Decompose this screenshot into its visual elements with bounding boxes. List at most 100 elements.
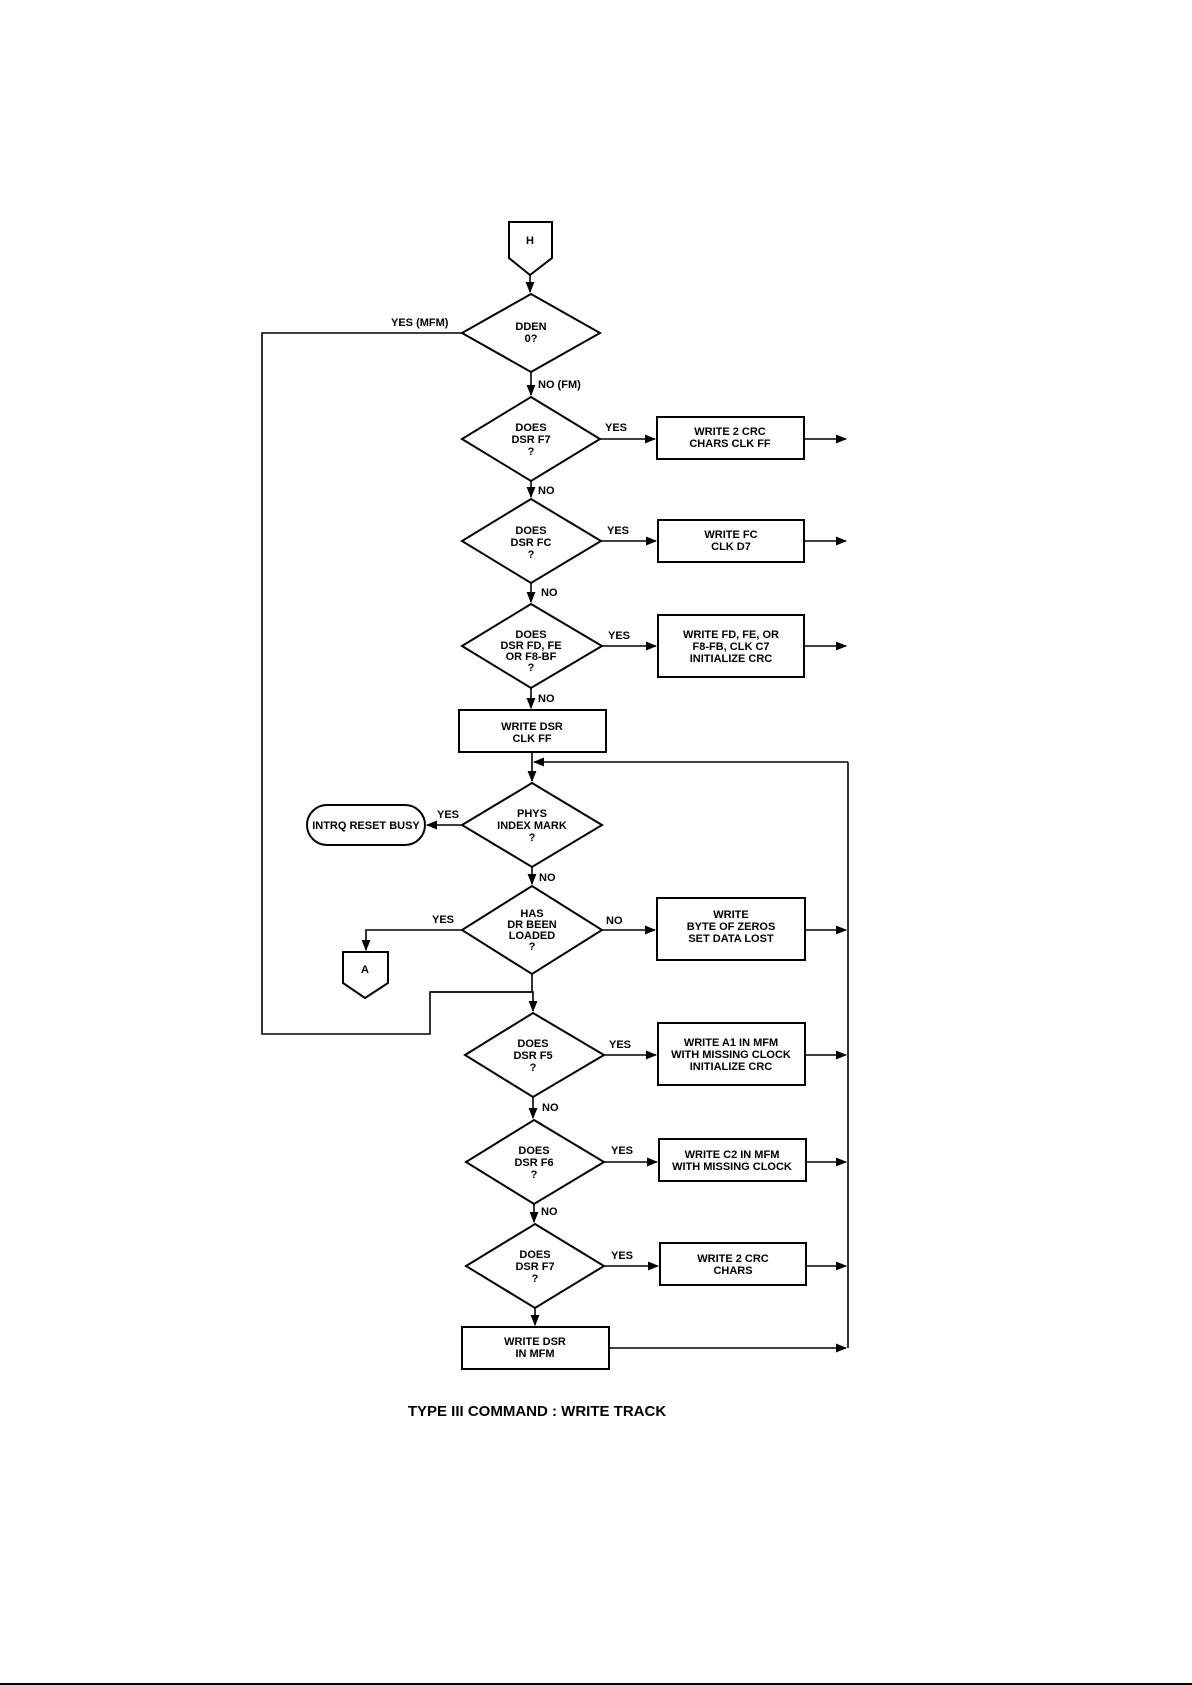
process-line: INITIALIZE CRC (690, 653, 773, 665)
decision-line: OR F8-BF (506, 651, 557, 663)
decision-line: ? (528, 662, 535, 674)
process-line: WRITE FD, FE, OR (683, 629, 779, 641)
label-yes: YES (437, 809, 459, 821)
decision-line: DR BEEN (507, 919, 557, 931)
label-no: NO (538, 693, 555, 705)
decision-line: PHYS (517, 808, 547, 820)
connector-a-label: A (361, 964, 369, 976)
decision-line: DOES (517, 1038, 548, 1050)
process-line: WRITE A1 IN MFM (684, 1037, 778, 1049)
decision-line: ? (531, 1169, 538, 1181)
decision-line: LOADED (509, 930, 556, 942)
decision-line: ? (529, 941, 536, 953)
decision-line: INDEX MARK (497, 820, 567, 832)
decision-line: ? (529, 832, 536, 844)
process-line: WRITE DSR (501, 721, 563, 733)
decision-line: DSR F6 (514, 1157, 553, 1169)
process-line: CLK FF (512, 733, 551, 745)
decision-dden-line: DDEN (515, 321, 546, 333)
process-line: WRITE (713, 909, 748, 921)
process-line: WRITE DSR (504, 1336, 566, 1348)
process-line: WRITE C2 IN MFM (685, 1149, 780, 1161)
process-line: WRITE 2 CRC (694, 426, 766, 438)
process-line: BYTE OF ZEROS (687, 921, 776, 933)
label-yes-mfm: YES (MFM) (391, 317, 449, 329)
decision-line: ? (528, 549, 535, 561)
decision-dden-line: 0? (525, 333, 538, 345)
label-no: NO (541, 587, 558, 599)
terminal-intrq: INTRQ RESET BUSY (306, 804, 426, 846)
decision-line: DSR F5 (513, 1050, 552, 1062)
label-no-fm: NO (FM) (538, 379, 581, 391)
label-yes: YES (611, 1145, 633, 1157)
decision-line: ? (530, 1062, 537, 1074)
process-line: INITIALIZE CRC (690, 1061, 773, 1073)
decision-line: DSR FD, FE (500, 640, 561, 652)
decision-line: ? (532, 1273, 539, 1285)
process-line: WITH MISSING CLOCK (671, 1049, 791, 1061)
process-line: F8-FB, CLK C7 (693, 641, 770, 653)
edge-loaded-yes (361, 929, 462, 952)
connector-h: H (508, 221, 553, 277)
label-yes: YES (608, 630, 630, 642)
diagram-caption: TYPE III COMMAND : WRITE TRACK (408, 1403, 666, 1420)
decision-line: DOES (519, 1249, 550, 1261)
label-no: NO (542, 1102, 559, 1114)
connector-a: A (342, 951, 389, 1000)
process-line: WRITE FC (704, 529, 757, 541)
edge-labels: YES (MFM) NO (FM) YES NO YES NO YES NO Y… (391, 317, 633, 1262)
label-yes: YES (432, 914, 454, 926)
decision-line: ? (528, 446, 535, 458)
label-yes: YES (605, 422, 627, 434)
process-line: IN MFM (515, 1348, 554, 1360)
process-line: SET DATA LOST (688, 933, 774, 945)
edge-into-f5 (430, 991, 538, 1013)
process-line: WRITE 2 CRC (697, 1253, 769, 1265)
label-no: NO (539, 872, 556, 884)
decision-line: HAS (520, 908, 543, 920)
decision-line: DSR F7 (511, 434, 550, 446)
decision-line: DSR FC (511, 537, 552, 549)
decision-line: DOES (518, 1145, 549, 1157)
label-yes: YES (609, 1039, 631, 1051)
label-yes: YES (611, 1250, 633, 1262)
decision-line: DOES (515, 422, 546, 434)
decision-line: DSR F7 (515, 1261, 554, 1273)
flow-lines (261, 275, 849, 1353)
label-no: NO (606, 915, 623, 927)
process-line: WITH MISSING CLOCK (672, 1161, 792, 1173)
label-no: NO (538, 485, 555, 497)
process-line: CHARS CLK FF (689, 438, 771, 450)
